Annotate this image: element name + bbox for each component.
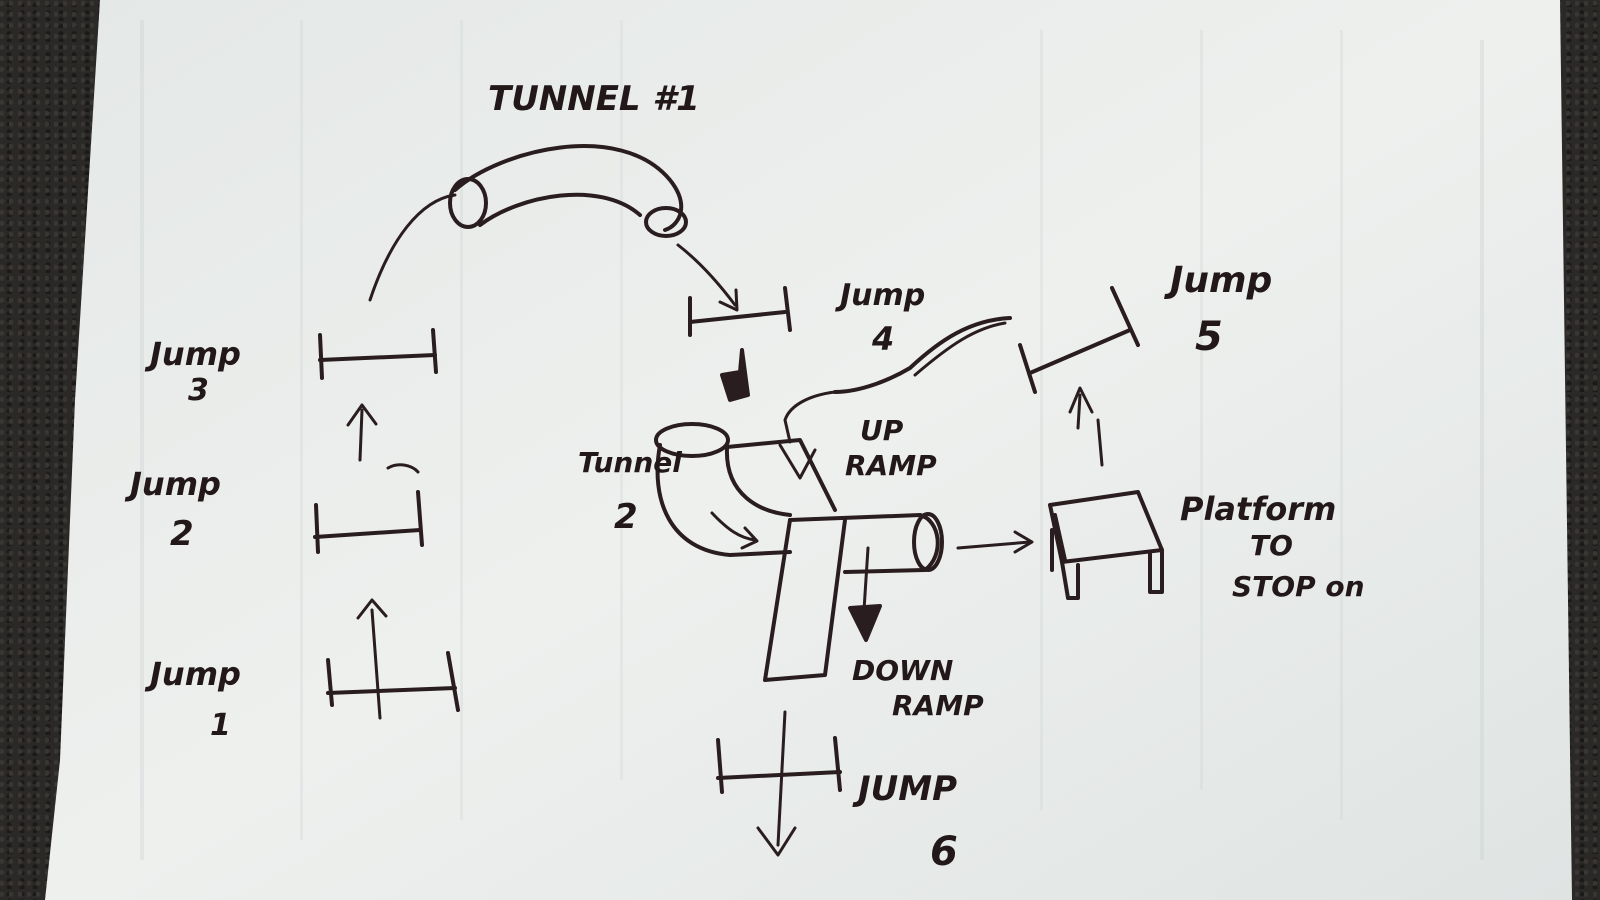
jump-5 [1018, 286, 1140, 394]
jump-2 [313, 490, 424, 554]
pen-mark [386, 463, 420, 474]
jump-1-label-word: Jump [144, 655, 241, 693]
jump-6-label-word: JUMP [852, 769, 957, 809]
jump-5-label-number: 5 [1195, 314, 1223, 360]
jump-6 [716, 736, 842, 794]
jump-5-label-word: Jump [1164, 260, 1272, 301]
stop-platform [1048, 490, 1164, 600]
jump-4-label-word: Jump [835, 278, 925, 313]
platform-label-line3: STOP on [1232, 570, 1365, 603]
jump-1-label-number: 1 [210, 708, 231, 743]
jump-3-label-number: 3 [188, 373, 209, 408]
path-arrow-jump6-down [776, 710, 787, 847]
path-arrow-jump1-to-jump2 [370, 608, 382, 720]
path-arrow-down-ramp [862, 546, 870, 612]
up-ramp-label-bottom: RAMP [845, 449, 937, 482]
platform-label-line2: TO [1250, 529, 1293, 562]
jump-3 [318, 328, 438, 380]
up-ramp-label-top: UP [860, 414, 904, 447]
down-ramp-label-top: DOWN [852, 654, 953, 687]
path-arrow-platform-to-jump5-a [1096, 418, 1104, 467]
jump-2-label-word: Jump [124, 465, 221, 503]
jump-4-label-number: 4 [871, 320, 894, 358]
bleed-through-print [140, 20, 1484, 860]
jump-4 [688, 286, 792, 337]
tunnel-1-label: TUNNEL #1 [488, 79, 700, 119]
tunnel-1 [448, 144, 688, 238]
jump-3-label-word: Jump [144, 335, 241, 373]
tunnel-2-label-number: 2 [614, 497, 638, 537]
jump-2-label-number: 2 [170, 514, 194, 554]
path-arrow-ramp-to-platform [956, 540, 1032, 550]
tunnel-2 [654, 422, 837, 557]
jump-6-label-number: 6 [930, 829, 958, 875]
platform-label-line1: Platform [1180, 490, 1336, 528]
jump-1 [326, 651, 460, 712]
paper-sheet [45, 0, 1572, 900]
path-arrow-jump2-to-jump3 [358, 408, 364, 462]
ramp-structure [763, 512, 944, 682]
path-arrow-tunnel1-to-jump4 [676, 243, 737, 307]
path-arrow-jump4-down [720, 348, 750, 402]
path-arrow-upramp-down [778, 443, 817, 480]
tunnel-2-label-word: Tunnel [578, 446, 682, 479]
path-swoosh-jump5-to-upramp [833, 316, 1012, 394]
down-ramp-label-bottom: RAMP [892, 689, 984, 722]
path-arrow-jump3-to-tunnel1 [368, 193, 457, 302]
path-arrow-tunnel2-curve [710, 511, 757, 542]
